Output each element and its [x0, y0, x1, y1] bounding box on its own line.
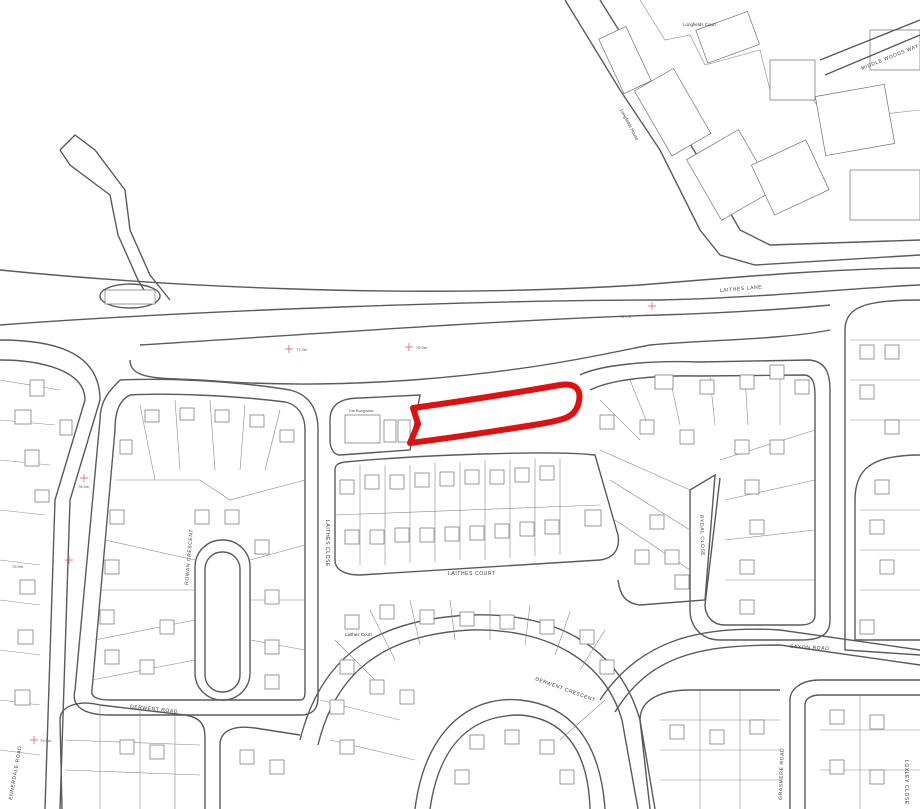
- central-block: The Bungalow LAITHES COURT: [329, 394, 620, 577]
- south-west-block: 79.5m: [30, 702, 301, 809]
- longfields-court-complex: Longfields Court Longfields House MIDDLE…: [564, 0, 920, 266]
- rowan-crescent-block: ROWAN CRESCENT DERWENT ROAD LAITHES CLOS…: [73, 378, 330, 716]
- label-grasmere-road: GRASMERE ROAD: [778, 748, 786, 800]
- label-laithes-court-place: Laithes Court: [345, 632, 373, 637]
- label-ennerdale-road: ENNERDALE ROAD: [8, 745, 23, 800]
- label-laithes-close: LAITHES CLOSE: [324, 520, 330, 567]
- far-east-residential: [844, 299, 920, 656]
- north-west-spur: [59, 134, 171, 309]
- label-derwent-road: DERWENT ROAD: [130, 704, 179, 715]
- svg-text:79.9m: 79.9m: [12, 564, 24, 569]
- label-longfields-court: Longfields Court: [683, 22, 717, 27]
- south-east-residential: GRASMERE ROAD LOXLEY CLOSE: [639, 679, 920, 809]
- label-laithes-lane: LAITHES LANE: [720, 284, 763, 294]
- label-loxley-close: LOXLEY CLOSE: [903, 760, 909, 805]
- svg-text:77.3m: 77.3m: [296, 347, 308, 352]
- west-residential: 78.5m 79.9m ENNERDALE ROAD: [0, 339, 101, 809]
- svg-text:74.7m: 74.7m: [620, 314, 632, 319]
- site-boundary-outline: [407, 381, 583, 446]
- derwent-crescent: DERWENT CRESCENT Laithes Court: [299, 599, 656, 809]
- svg-text:78.5m: 78.5m: [78, 484, 90, 489]
- svg-text:79.5m: 79.5m: [40, 738, 52, 743]
- label-laithes-court: LAITHES COURT: [448, 571, 496, 577]
- label-the-bungalow: The Bungalow: [348, 408, 374, 413]
- svg-text:76.9m: 76.9m: [416, 345, 428, 350]
- label-rowan-crescent: ROWAN CRESCENT: [184, 529, 195, 586]
- label-rydal-close: RYDAL CLOSE: [698, 515, 705, 557]
- east-residential: RYDAL CLOSE: [579, 359, 831, 641]
- label-saxon-road: SAXON ROAD: [790, 644, 830, 652]
- label-derwent-crescent: DERWENT CRESCENT: [534, 676, 596, 703]
- label-longfields-house: Longfields House: [619, 108, 640, 141]
- saxon-road: SAXON ROAD: [599, 628, 920, 713]
